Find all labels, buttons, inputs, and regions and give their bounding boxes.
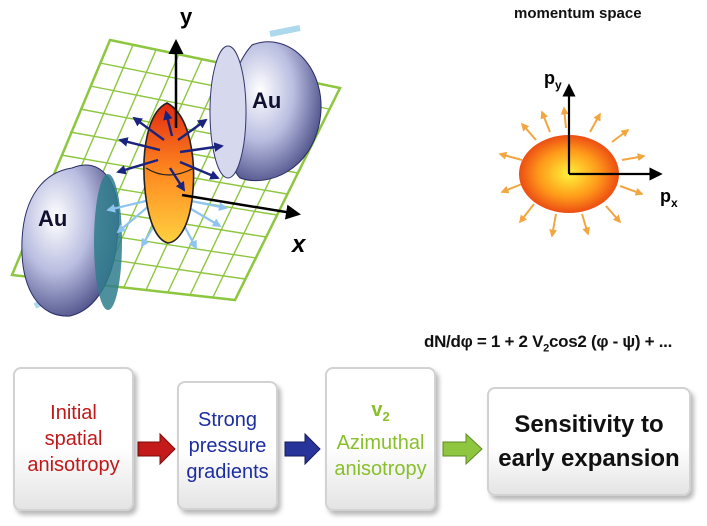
arrow-2 <box>284 432 321 466</box>
nucleus-left-label: Au <box>38 206 67 231</box>
scene-axes: y x <box>168 4 307 258</box>
flow-box-azimuthal-anisotropy: v2 Azimuthal anisotropy <box>325 367 436 511</box>
y-axis-label: y <box>180 4 193 29</box>
arrow-3 <box>442 432 483 466</box>
flow-connector-arrows <box>137 432 483 466</box>
flow-formula: dN/dφ = 1 + 2 V2cos2 (φ - ψ) + ... <box>424 332 672 355</box>
arrow-1 <box>137 432 176 466</box>
x-axis-label: x <box>290 231 307 258</box>
flow-arrows-dark <box>116 110 224 192</box>
px-label: px <box>660 186 678 210</box>
nucleus-left: Au <box>21 164 122 317</box>
momentum-space: py px <box>498 68 678 238</box>
nucleus-right-label: Au <box>252 88 281 113</box>
flow-box-sensitivity: Sensitivity to early expansion <box>487 387 691 496</box>
momentum-space-title: momentum space <box>514 5 642 22</box>
flow-box-initial-anisotropy: Initial spatial anisotropy <box>13 367 134 511</box>
x-axis <box>181 193 301 220</box>
momentum-emission-arrows <box>498 106 646 238</box>
flow-box-pressure-gradients: Strong pressure gradients <box>177 381 278 510</box>
v2-title: v2 <box>371 398 390 424</box>
py-label: py <box>544 68 562 92</box>
